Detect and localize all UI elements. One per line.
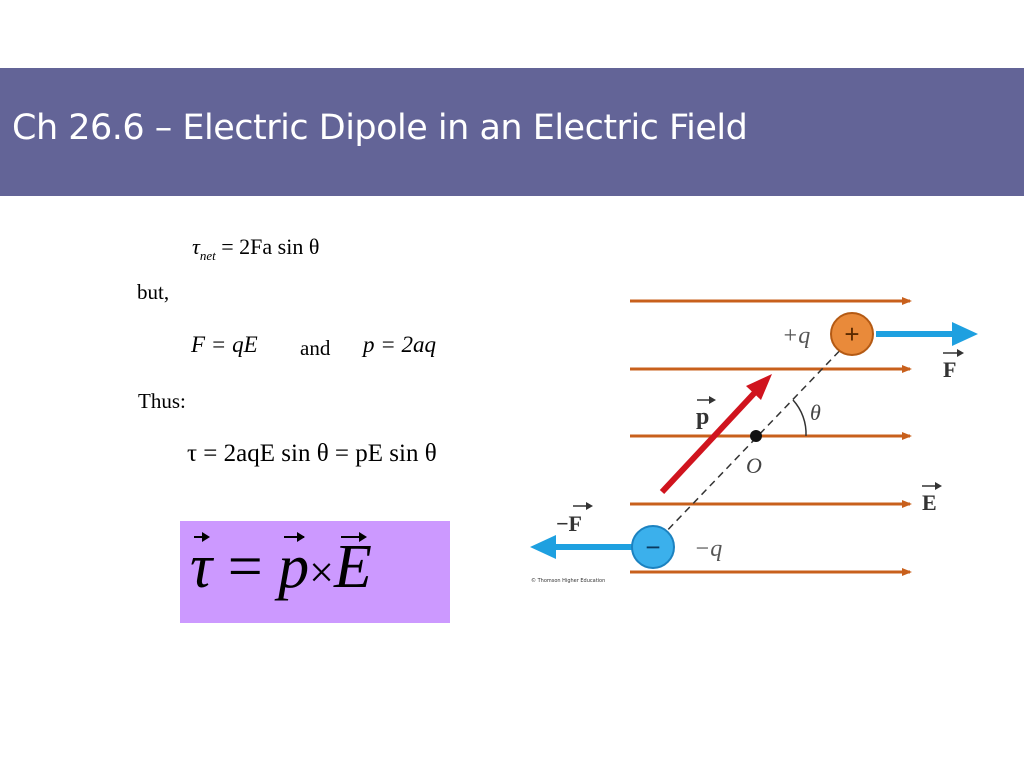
equals-sign: =	[212, 533, 279, 601]
force-arrowhead-positive	[952, 322, 978, 346]
E-label: E	[922, 490, 937, 515]
center-point	[750, 430, 762, 442]
equation-dipole-moment: p = 2aq	[363, 332, 437, 357]
and-label: and	[300, 336, 331, 360]
negative-charge	[631, 525, 675, 569]
p-label: p	[696, 404, 709, 430]
positive-charge	[830, 312, 874, 356]
dipole-moment-arrow	[659, 384, 763, 495]
equation-net-torque: τnet = 2Fa sin θ	[192, 234, 319, 264]
p-vector: p	[278, 532, 310, 601]
p-vector-tip	[709, 396, 716, 404]
positive-sign: +	[844, 319, 859, 349]
F-label: F	[943, 357, 956, 382]
E-vector: E	[334, 532, 372, 601]
tau-symbol: τ	[192, 234, 200, 259]
cross-sign: ×	[309, 548, 334, 597]
title-bar	[0, 68, 1024, 196]
torque-vector-equation: τ = p×E	[190, 532, 372, 603]
equation-net-torque-rhs: = 2Fa sin θ	[215, 234, 320, 259]
dipole-moment-arrowhead	[746, 374, 772, 400]
neg-F-vector-tip	[586, 502, 593, 510]
equation-force: F = qE	[191, 332, 258, 357]
but-label: but,	[137, 280, 170, 304]
negative-sign: −	[645, 532, 660, 562]
equation-torque: τ = 2aqE sin θ = pE sin θ	[187, 440, 437, 467]
O-label: O	[746, 453, 762, 478]
angle-arc	[792, 399, 807, 437]
highlight-box	[180, 521, 450, 623]
net-subscript: net	[199, 248, 216, 263]
neg-F-label: −F	[556, 511, 582, 536]
slide-title: Ch 26.6 – Electric Dipole in an Electric…	[12, 108, 748, 148]
minus-q-label: −q	[694, 536, 722, 562]
thus-label: Thus:	[138, 389, 186, 413]
E-vector-tip	[935, 482, 942, 490]
plus-q-label: +q	[782, 323, 810, 349]
force-arrowhead-negative	[530, 535, 556, 559]
image-credit: © Thomson Higher Education	[531, 577, 605, 584]
F-vector-tip	[957, 349, 964, 357]
theta-label: θ	[810, 400, 821, 425]
tau-vector: τ	[190, 532, 213, 601]
